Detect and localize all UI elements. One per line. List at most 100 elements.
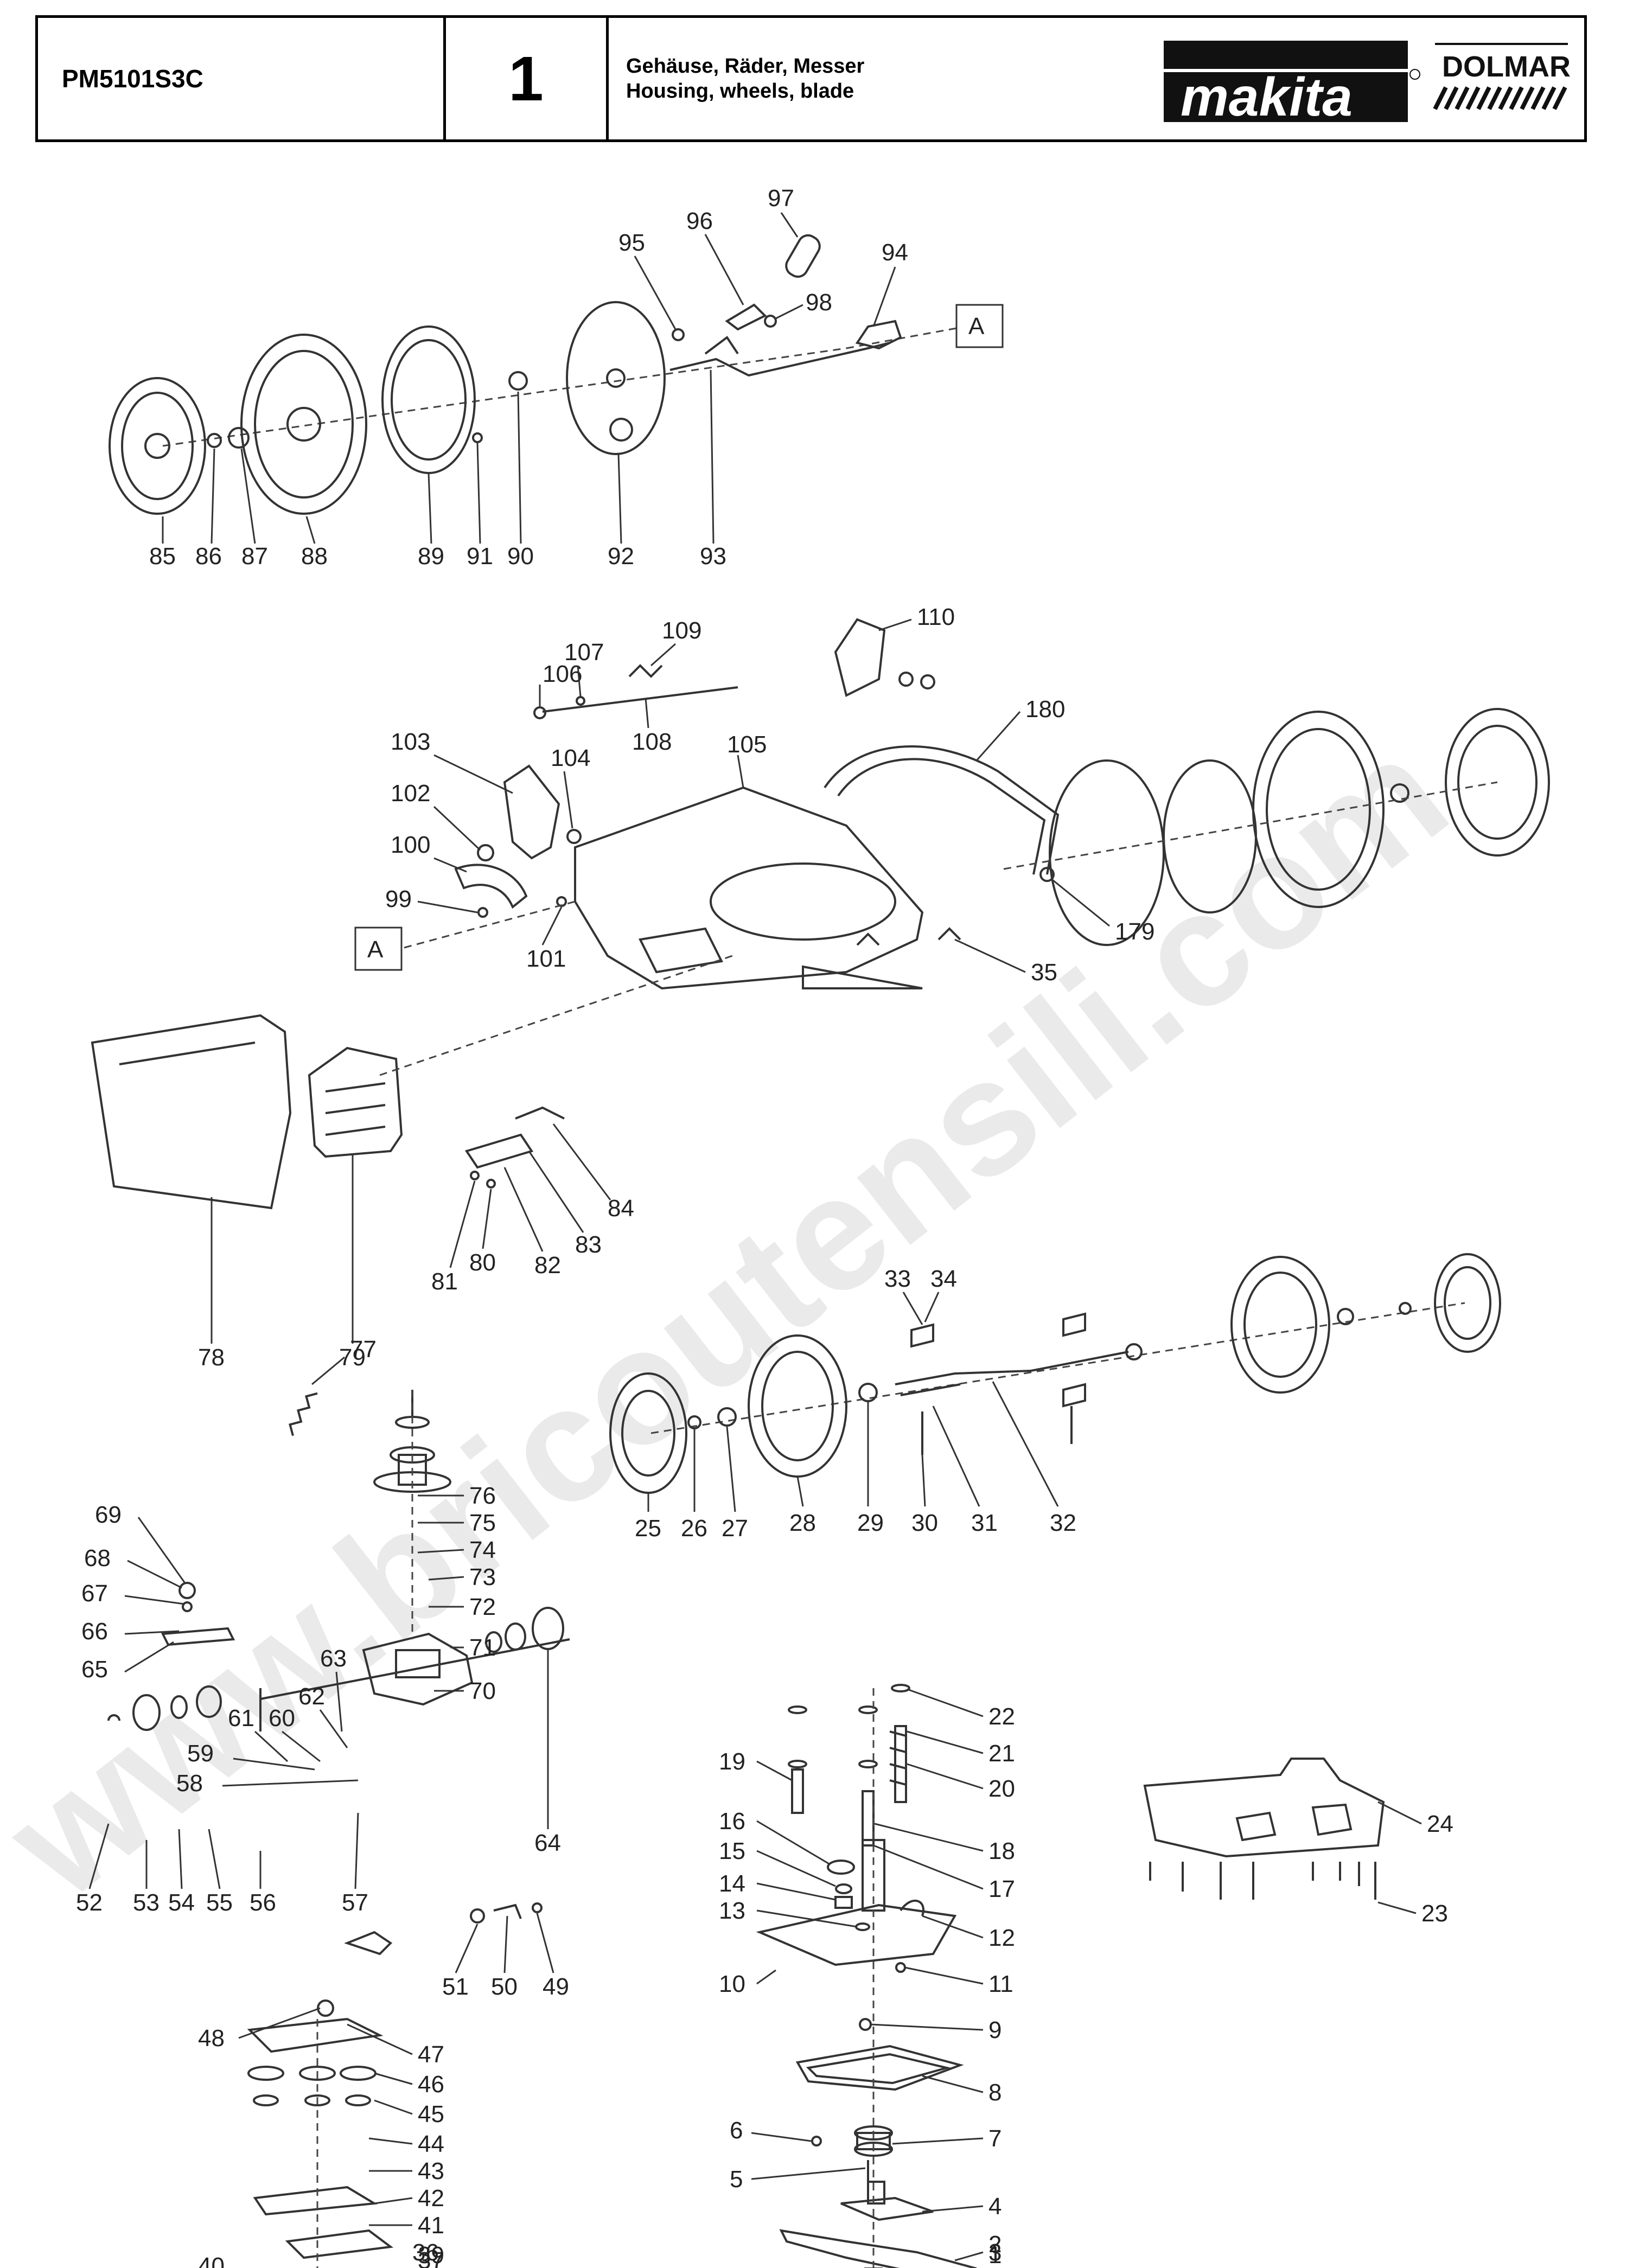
washer-86 <box>207 433 222 448</box>
label-99: 99 <box>385 886 412 912</box>
washer-179 <box>1039 867 1055 882</box>
label-15: 15 <box>719 1838 745 1864</box>
label-88: 88 <box>301 543 328 570</box>
latch-96 <box>725 303 767 331</box>
label-66: 66 <box>81 1618 108 1645</box>
label-92: 92 <box>608 543 634 570</box>
pulley-assembly-lower-left <box>247 1999 394 2268</box>
label-18: 18 <box>988 1838 1015 1864</box>
label-45: 45 <box>418 2101 444 2128</box>
bolt-102 <box>477 844 494 861</box>
label-10: 10 <box>719 1971 745 1997</box>
page-title: Gehäuse, Räder, Messer Housing, wheels, … <box>609 18 1151 139</box>
label-93: 93 <box>700 543 726 570</box>
label-72: 72 <box>469 1594 496 1620</box>
label-70: 70 <box>469 1678 496 1704</box>
label-12: 12 <box>988 1925 1015 1951</box>
label-54: 54 <box>168 1889 195 1916</box>
spring-35 <box>856 932 880 946</box>
handle-180 <box>824 745 1060 875</box>
label-29: 29 <box>857 1510 884 1536</box>
label-47: 47 <box>418 2041 444 2068</box>
label-94: 94 <box>882 239 908 266</box>
label-23: 23 <box>1421 1900 1448 1927</box>
title-german: Gehäuse, Räder, Messer <box>626 55 865 78</box>
svg-text:A: A <box>968 313 985 340</box>
page-number: 1 <box>446 18 609 139</box>
label-80: 80 <box>469 1249 496 1276</box>
label-100: 100 <box>391 832 430 858</box>
label-14: 14 <box>719 1870 745 1897</box>
label-110: 110 <box>917 604 955 630</box>
label-104: 104 <box>551 745 590 771</box>
label-9: 9 <box>988 2017 1002 2043</box>
belt-8 <box>795 2045 964 2091</box>
label-31: 31 <box>971 1510 998 1536</box>
label-28: 28 <box>789 1510 816 1536</box>
flap-hinge <box>464 1106 565 1189</box>
label-33: 33 <box>884 1266 911 1292</box>
label-67: 67 <box>81 1580 108 1607</box>
label-37: 37 <box>418 2247 444 2268</box>
label-24: 24 <box>1427 1811 1453 1837</box>
label-102: 102 <box>391 780 430 807</box>
bearing-90 <box>508 371 528 391</box>
clamp-33 <box>910 1323 934 1348</box>
label-58: 58 <box>176 1770 203 1797</box>
label-40: 40 <box>198 2253 225 2268</box>
label-62: 62 <box>298 1683 325 1710</box>
label-85: 85 <box>149 543 176 570</box>
screw-9 <box>859 2018 872 2031</box>
label-8: 8 <box>988 2079 1002 2106</box>
cable-bracket <box>344 1902 543 1956</box>
label-41: 41 <box>418 2212 444 2239</box>
label-89: 89 <box>418 543 444 570</box>
label-35: 35 <box>1031 959 1057 986</box>
key-6 <box>811 2136 822 2146</box>
label-86: 86 <box>195 543 222 570</box>
rear-wheel-assembly-top <box>109 234 966 515</box>
section-marker-a-middle: A <box>354 927 403 971</box>
label-21: 21 <box>988 1740 1015 1767</box>
label-49: 49 <box>543 1973 569 2000</box>
label-6: 6 <box>730 2117 743 2144</box>
hub-cover-92 <box>566 301 666 455</box>
svg-text:A: A <box>367 936 384 963</box>
left-gear-set <box>107 1685 261 1732</box>
label-36: 36 <box>412 2239 439 2266</box>
label-11: 11 <box>988 1971 1013 1997</box>
label-180: 180 <box>1025 696 1065 723</box>
label-84: 84 <box>608 1195 634 1222</box>
label-7: 7 <box>988 2125 1002 2152</box>
section-marker-a-top: A <box>955 304 1004 348</box>
screw-95 <box>672 328 685 341</box>
grass-bag-78 <box>91 1014 292 1210</box>
label-19: 19 <box>719 1748 745 1775</box>
label-59: 59 <box>187 1740 214 1767</box>
label-50: 50 <box>491 1973 518 2000</box>
label-32: 32 <box>1050 1510 1076 1536</box>
brand-logos: makita DOLMAR <box>1150 18 1584 139</box>
label-44: 44 <box>418 2131 444 2157</box>
rear-wheel-right <box>1003 708 1550 946</box>
pin-107 <box>576 696 585 706</box>
label-77: 77 <box>350 1336 377 1363</box>
blade-adapter-4 <box>840 2181 934 2221</box>
label-90: 90 <box>507 543 534 570</box>
height-bracket-103 <box>503 764 560 860</box>
label-68: 68 <box>84 1545 111 1571</box>
label-109: 109 <box>662 617 701 644</box>
label-26: 26 <box>681 1515 707 1542</box>
label-53: 53 <box>133 1889 160 1916</box>
label-1: 1 <box>988 2242 1002 2268</box>
makita-logo: makita <box>1164 41 1420 127</box>
label-3: 3 <box>988 2239 1002 2266</box>
label-87: 87 <box>241 543 268 570</box>
segment-100 <box>454 864 528 909</box>
screws-23 <box>1149 1862 1376 1900</box>
label-75: 75 <box>469 1510 496 1536</box>
label-106: 106 <box>543 661 582 687</box>
label-42: 42 <box>418 2185 444 2212</box>
label-51: 51 <box>442 1973 469 2000</box>
bearing-87 <box>228 427 250 449</box>
